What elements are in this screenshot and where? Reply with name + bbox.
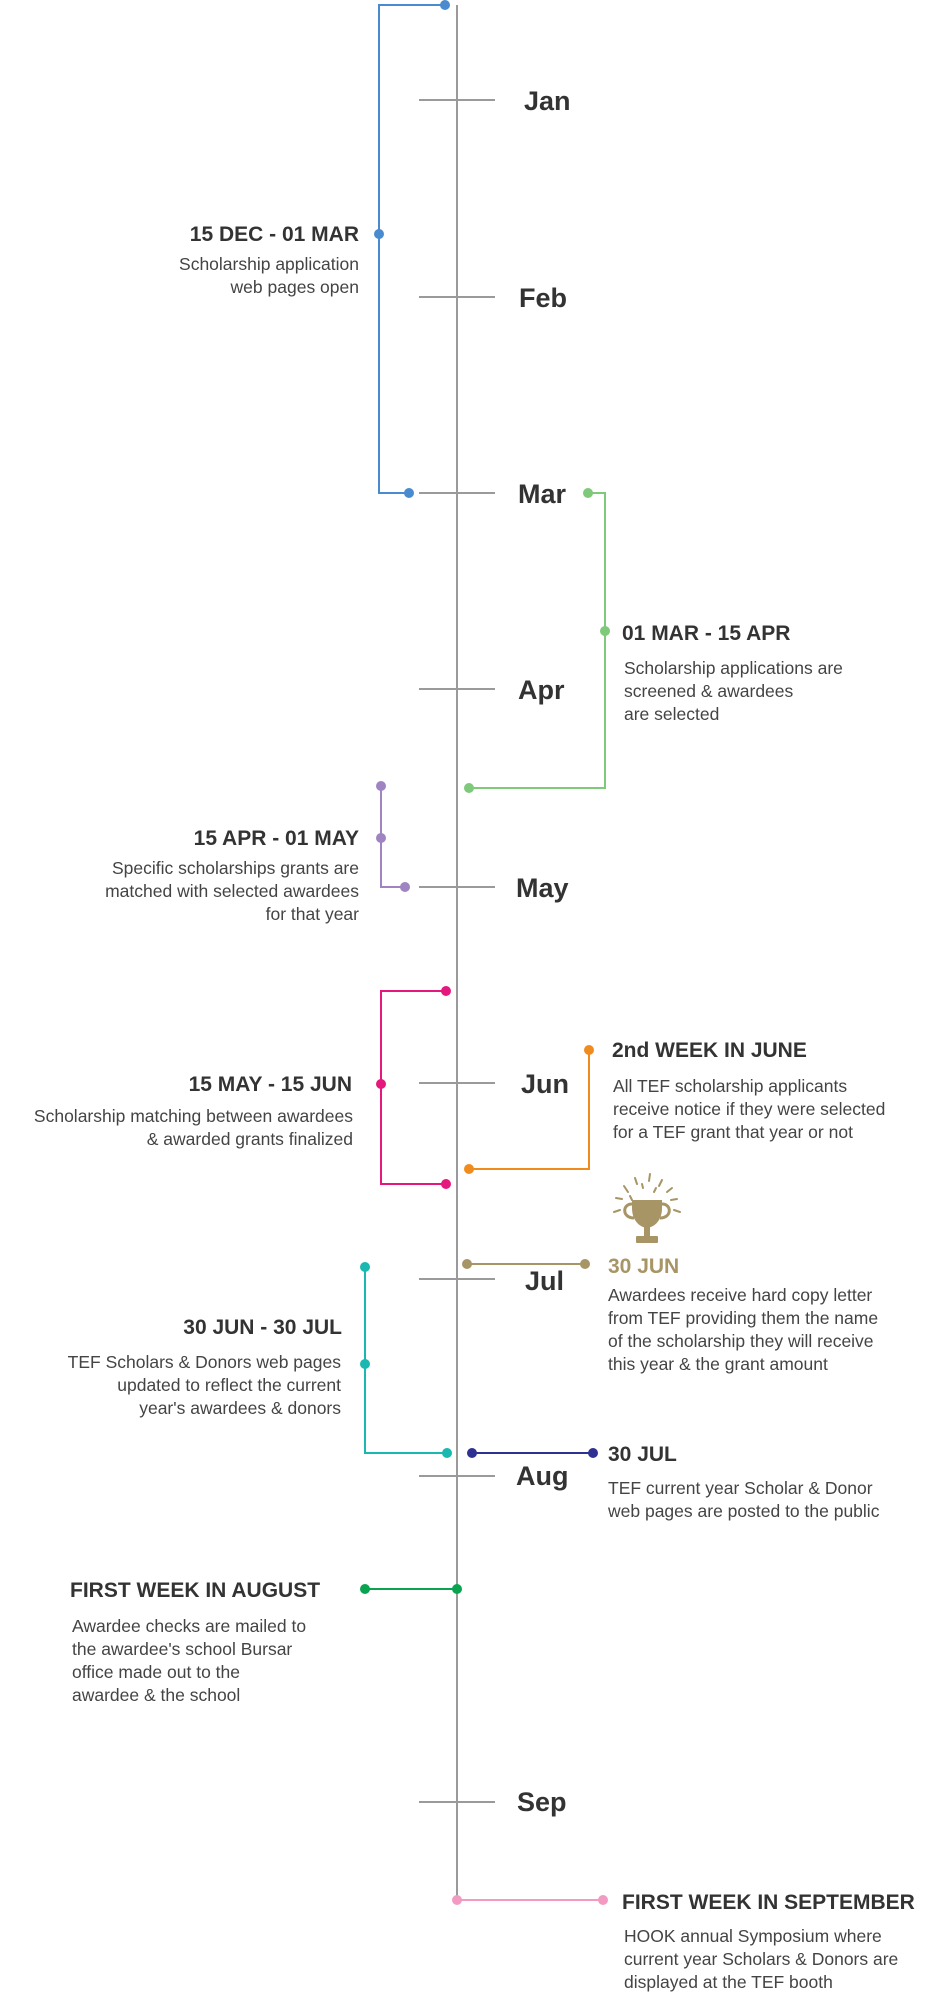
month-label-feb: Feb [519, 283, 568, 313]
month-ticks [419, 99, 495, 1803]
event-description-posted: TEF current year Scholar & Donor web pag… [608, 1477, 879, 1523]
description-line: office made out to the [72, 1662, 240, 1682]
month-label-jun: Jun [521, 1069, 570, 1099]
event-title-web-update: 30 JUN - 30 JUL [183, 1316, 342, 1339]
description-line: current year Scholars & Donors are [624, 1949, 899, 1969]
event-title-notice: 2nd WEEK IN JUNE [612, 1039, 807, 1062]
description-line: this year & the grant amount [608, 1354, 828, 1374]
description-line: Specific scholarships grants are [111, 858, 359, 878]
description-line: TEF Scholars & Donors web pages [67, 1352, 341, 1372]
event-description-checks: Awardee checks are mailed to the awardee… [72, 1615, 306, 1707]
connector-symposium [452, 1895, 608, 1905]
event-title-checks: FIRST WEEK IN AUGUST [70, 1579, 321, 1602]
event-description-screening: Scholarship applications are screened & … [624, 657, 843, 726]
description-line: of the scholarship they will receive [608, 1331, 874, 1351]
description-line: HOOK annual Symposium where [624, 1926, 882, 1946]
connector-web-update [360, 1262, 452, 1458]
month-label-jan: Jan [524, 86, 571, 116]
description-line: All TEF scholarship applicants [613, 1076, 848, 1096]
connector-screening [464, 488, 610, 793]
month-label-aug: Aug [516, 1461, 569, 1491]
description-line: Awardee checks are mailed to [72, 1616, 307, 1636]
month-label-sep: Sep [517, 1787, 567, 1817]
connector-hard-copy [462, 1259, 590, 1269]
description-line: Awardees receive hard copy letter [608, 1285, 873, 1305]
month-label-jul: Jul [525, 1266, 565, 1296]
event-description-notice: All TEF scholarship applicants receive n… [613, 1075, 885, 1144]
description-line: & awarded grants finalized [146, 1129, 353, 1149]
event-description-symposium: HOOK annual Symposium where current year… [624, 1925, 898, 1994]
description-line: for a TEF grant that year or not [613, 1122, 853, 1142]
month-label-may: May [516, 873, 569, 903]
event-title-matching: 15 APR - 01 MAY [193, 827, 359, 850]
description-line: web pages open [230, 277, 359, 297]
trophy-icon [613, 1173, 681, 1243]
event-title-application-open: 15 DEC - 01 MAR [189, 223, 359, 246]
connector-checks [360, 1584, 462, 1594]
connector-finalized [376, 986, 451, 1189]
event-title-hard-copy: 30 JUN [608, 1255, 680, 1278]
confetti [613, 1173, 681, 1213]
description-line: updated to reflect the current [117, 1375, 341, 1395]
connector-posted [467, 1448, 598, 1458]
description-line: for that year [265, 904, 359, 924]
event-title-screening: 01 MAR - 15 APR [622, 622, 791, 645]
description-line: year's awardees & donors [139, 1398, 341, 1418]
description-line: Scholarship matching between awardees [33, 1106, 353, 1126]
description-line: are selected [624, 704, 720, 724]
description-line: Scholarship application [179, 254, 359, 274]
event-description-web-update: TEF Scholars & Donors web pages updated … [68, 1351, 341, 1420]
event-description-finalized: Scholarship matching between awardees & … [34, 1105, 353, 1151]
connector-application-open [374, 0, 450, 498]
description-line: awardee & the school [72, 1685, 241, 1705]
description-line: from TEF providing them the name [608, 1308, 879, 1328]
description-line: matched with selected awardees [105, 881, 359, 901]
month-label-apr: Apr [518, 675, 565, 705]
event-title-symposium: FIRST WEEK IN SEPTEMBER [622, 1891, 915, 1914]
description-line: screened & awardees [624, 681, 794, 701]
event-description-application-open: Scholarship application web pages open [179, 253, 359, 299]
description-line: the awardee's school Bursar [72, 1639, 293, 1659]
description-line: TEF current year Scholar & Donor [608, 1478, 873, 1498]
description-line: Scholarship applications are [624, 658, 843, 678]
description-line: displayed at the TEF booth [624, 1972, 833, 1992]
month-label-mar: Mar [518, 479, 567, 509]
connector-notice [464, 1045, 594, 1174]
event-title-posted: 30 JUL [608, 1443, 677, 1466]
description-line: web pages are posted to the public [608, 1501, 880, 1521]
connector-matching [376, 781, 410, 892]
event-description-matching: Specific scholarships grants are matched… [105, 857, 359, 926]
description-line: receive notice if they were selected [613, 1099, 886, 1119]
event-title-finalized: 15 MAY - 15 JUN [188, 1073, 352, 1096]
event-description-hard-copy: Awardees receive hard copy letter from T… [608, 1284, 878, 1376]
